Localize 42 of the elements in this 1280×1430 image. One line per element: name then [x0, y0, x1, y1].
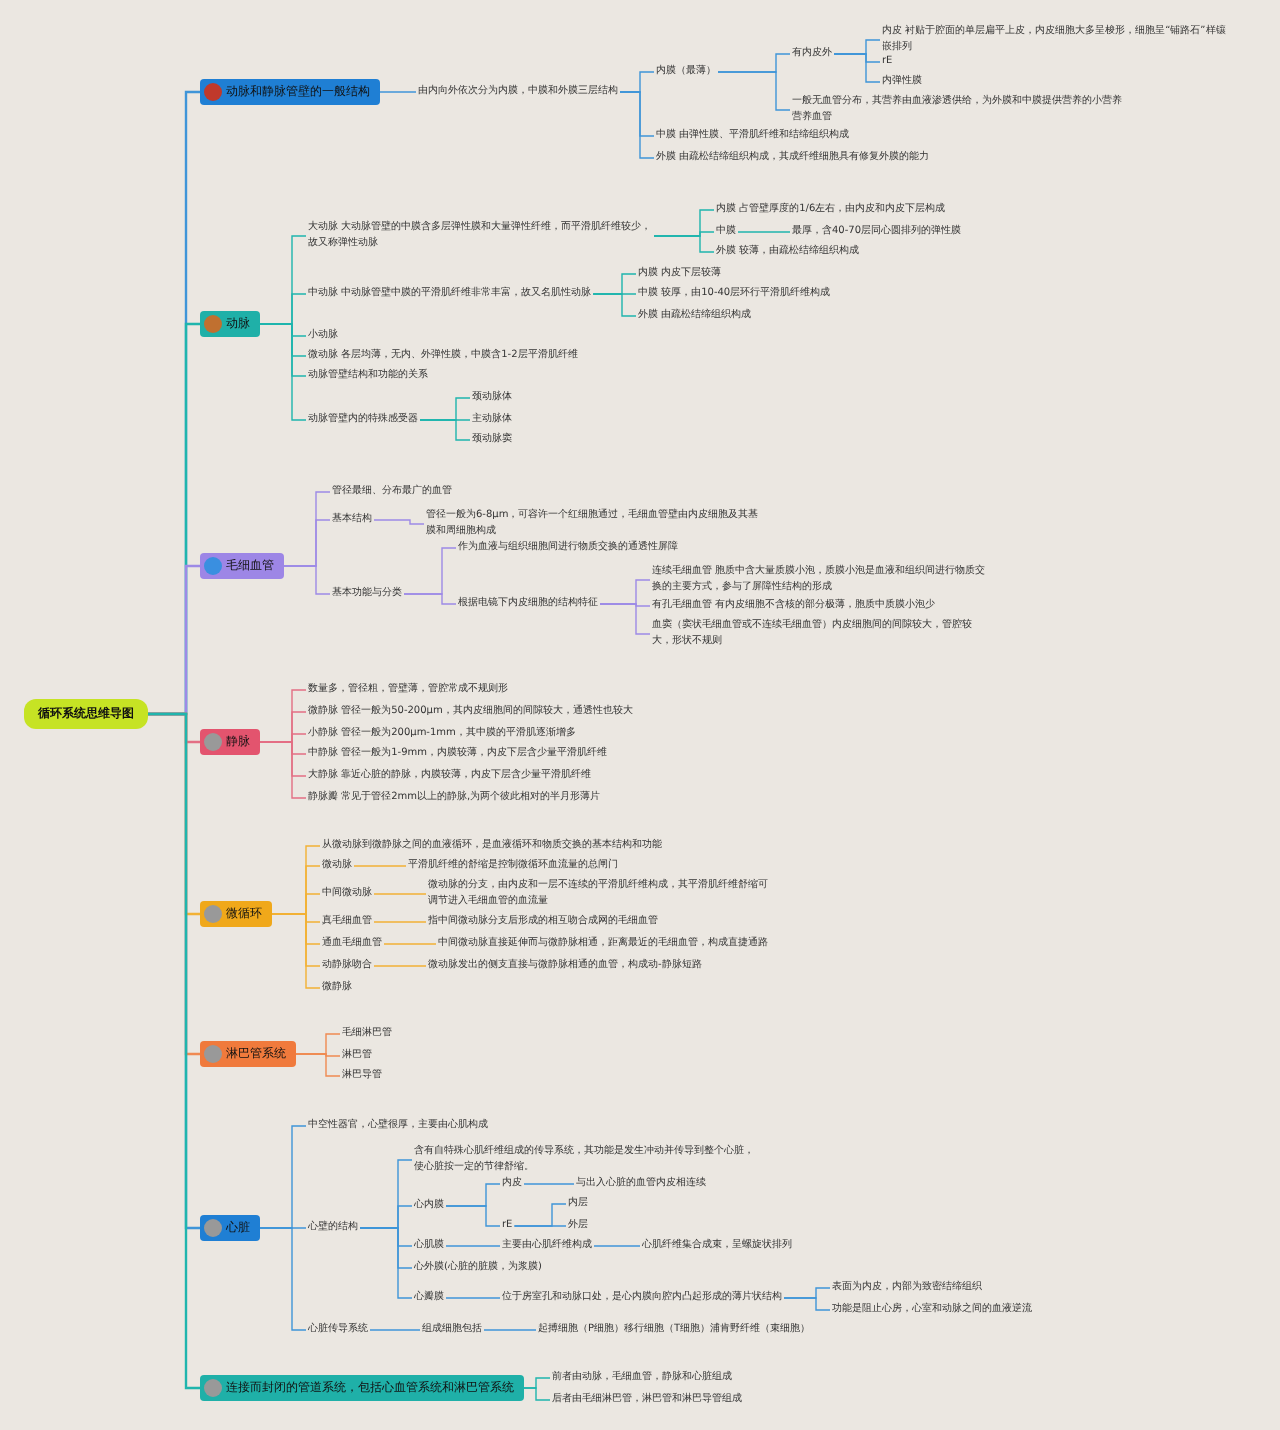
connector-line: [353, 865, 407, 867]
topic-box: [200, 901, 272, 927]
connector-line: [373, 965, 427, 967]
connector-line: [369, 1329, 421, 1331]
connector-line: [592, 293, 637, 317]
connector-line: [373, 893, 427, 895]
topic-box: [200, 1041, 296, 1067]
connector-line: [523, 1387, 551, 1401]
connector-line: [483, 1329, 537, 1331]
connector-line: [599, 603, 651, 635]
topic-box: [200, 1215, 260, 1241]
topic-box: [200, 311, 260, 337]
connector-line: [148, 712, 200, 1390]
topic-box: [200, 79, 380, 105]
connector-line: [619, 91, 655, 159]
connector-line: [737, 231, 791, 233]
connector-line: [283, 565, 331, 595]
topic-box: [200, 729, 260, 755]
connector-line: [259, 1227, 307, 1331]
connector-line: [383, 943, 437, 945]
connector-line: [295, 1053, 341, 1077]
connector-line: [445, 1205, 501, 1227]
connector-line: [403, 593, 457, 605]
connector-line: [653, 235, 715, 253]
connector-line: [419, 419, 471, 441]
connector-line: [379, 91, 417, 93]
connector-line: [259, 323, 307, 421]
connector-line: [271, 913, 321, 989]
connector-line: [523, 1183, 575, 1185]
connector-line: [259, 741, 307, 799]
topic-box: [200, 553, 284, 579]
connector-line: [717, 71, 791, 111]
connector-line: [513, 1225, 567, 1227]
connector-line: [445, 1245, 501, 1247]
connector-line: [833, 53, 881, 83]
connector-line: [373, 921, 427, 923]
connector-line: [593, 1245, 641, 1247]
connector-line: [373, 519, 425, 525]
topic-box: [200, 1375, 524, 1401]
connector-line: [359, 1227, 413, 1299]
connector-line: [445, 1297, 501, 1299]
connector-line: [783, 1297, 831, 1311]
